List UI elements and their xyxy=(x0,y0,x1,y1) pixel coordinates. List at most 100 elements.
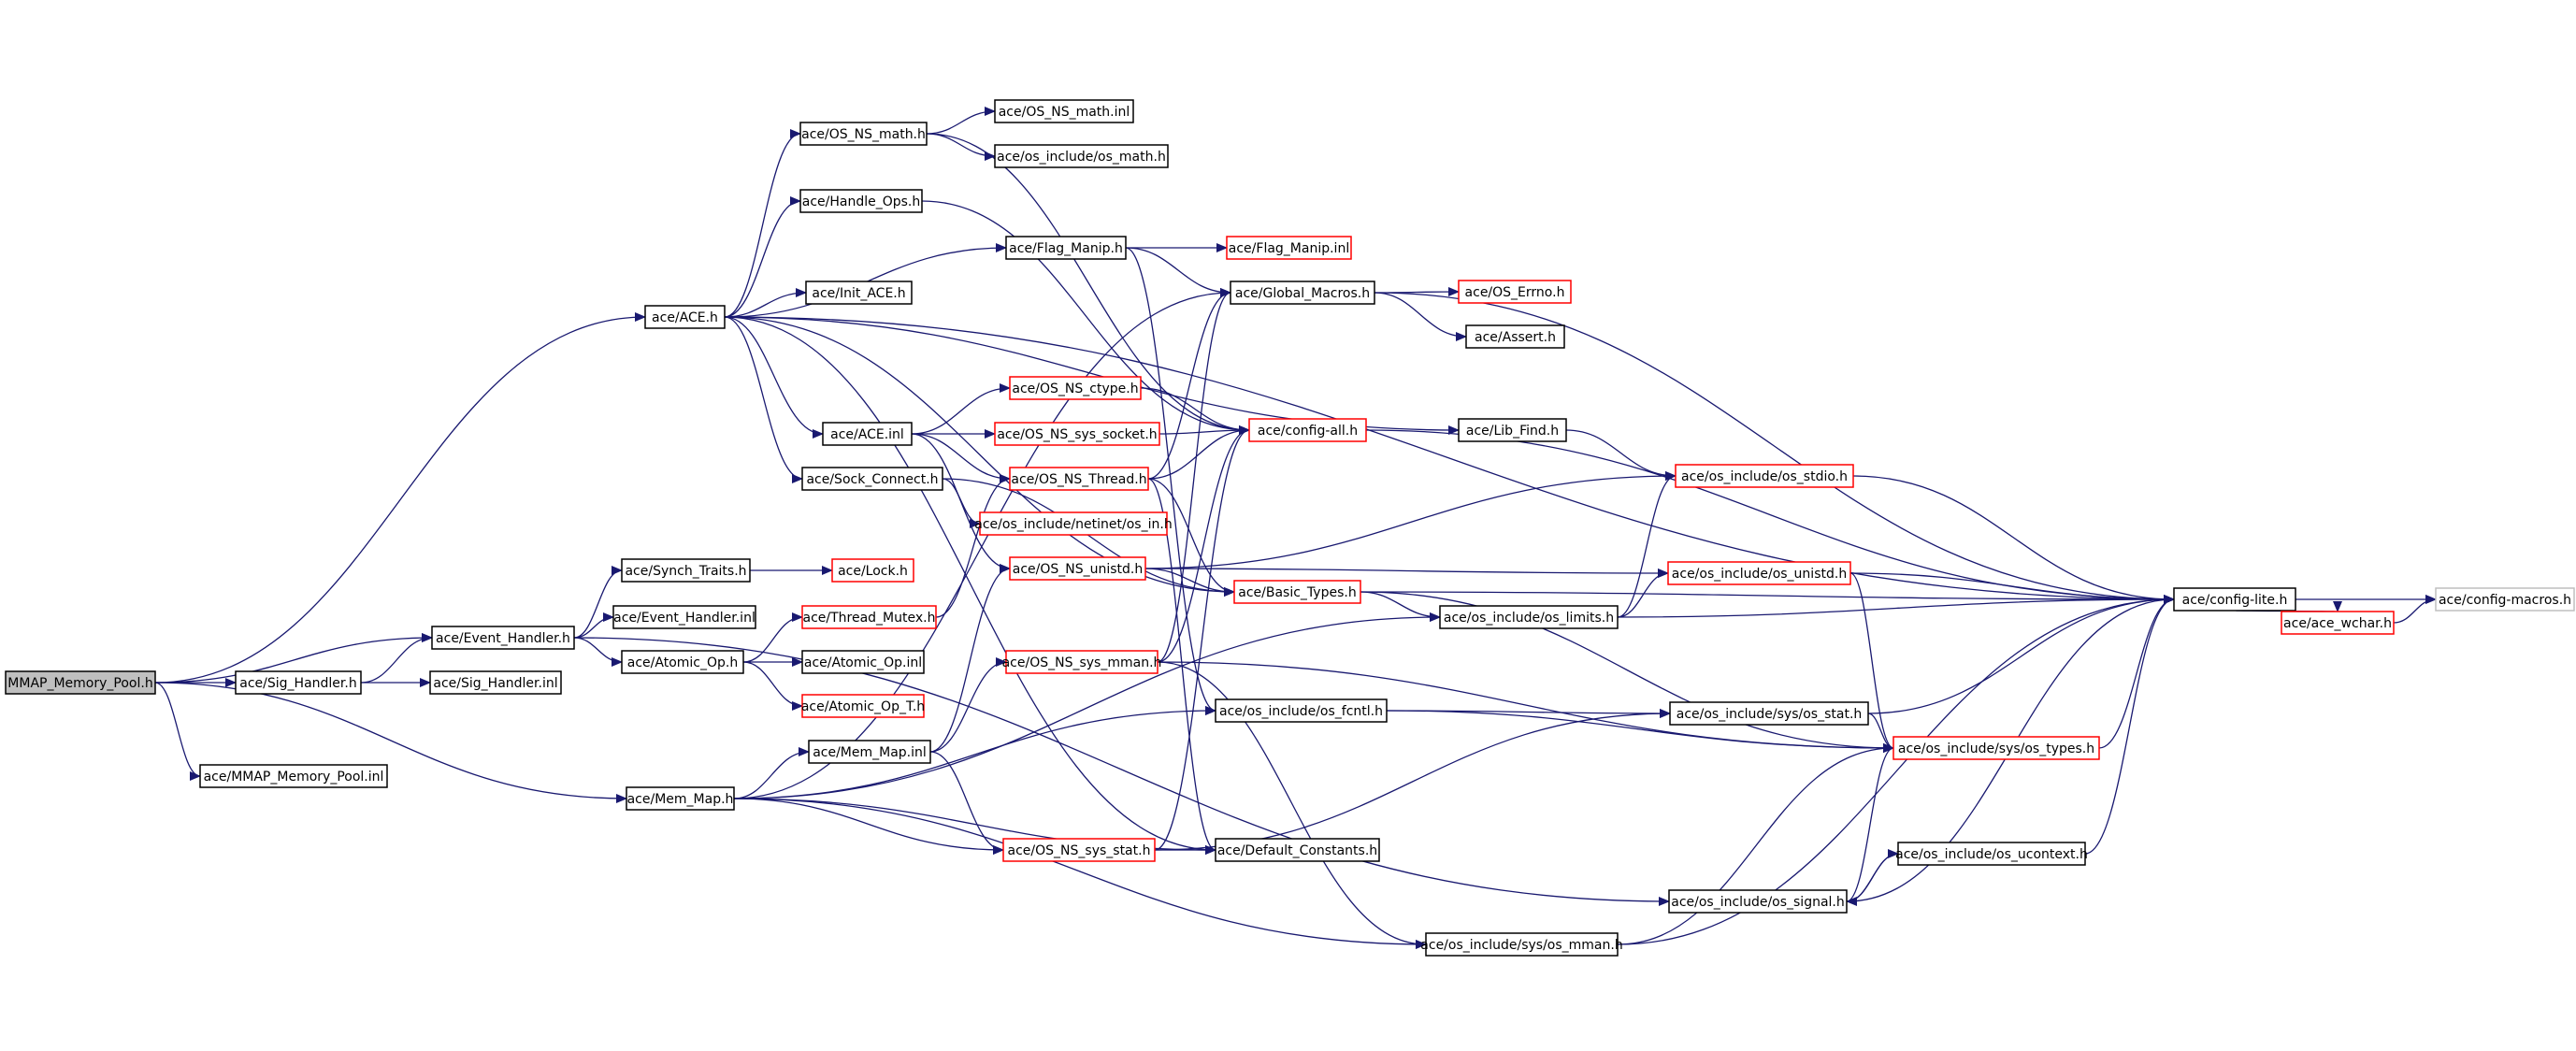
file-node[interactable]: ace/Atomic_Op.inl xyxy=(801,650,925,674)
file-node[interactable]: ace/os_include/sys/os_types.h xyxy=(1892,736,2100,760)
file-node-box[interactable] xyxy=(1458,418,1567,442)
file-node-box[interactable] xyxy=(235,670,362,695)
file-node[interactable]: ace/Event_Handler.h xyxy=(431,626,575,650)
file-node[interactable]: ace/os_include/os_signal.h xyxy=(1668,889,1848,914)
file-node-box[interactable] xyxy=(822,422,913,446)
file-node[interactable]: ace/Assert.h xyxy=(1465,324,1565,349)
file-node-box[interactable] xyxy=(1669,701,1869,726)
file-node[interactable]: ace/Default_Constants.h xyxy=(1215,838,1380,862)
file-node[interactable]: ace/Lib_Find.h xyxy=(1458,418,1567,442)
file-node-box[interactable] xyxy=(801,650,925,674)
file-node[interactable]: ace/config-lite.h xyxy=(2173,587,2296,612)
file-node[interactable]: ace/Sig_Handler.h xyxy=(235,670,362,695)
file-node[interactable]: ace/os_include/os_ucontext.h xyxy=(1895,842,2088,866)
file-node[interactable]: ace/ACE.h xyxy=(644,305,726,329)
file-node-box[interactable] xyxy=(1215,698,1388,723)
file-node[interactable]: ace/Lock.h xyxy=(831,558,914,583)
file-node[interactable]: ace/os_include/sys/os_mman.h xyxy=(1420,932,1623,957)
file-node[interactable]: MMAP_Memory_Pool.h xyxy=(5,670,156,695)
file-node[interactable]: ace/OS_NS_sys_mman.h xyxy=(1002,650,1162,674)
file-node[interactable]: ace/Init_ACE.h xyxy=(805,281,913,305)
file-node-box[interactable] xyxy=(801,605,937,629)
file-node-box[interactable] xyxy=(1675,464,1854,488)
file-node-box[interactable] xyxy=(799,122,928,146)
file-node-box[interactable] xyxy=(979,511,1168,536)
file-node-box[interactable] xyxy=(808,740,931,764)
file-node-box[interactable] xyxy=(2435,587,2575,612)
file-node[interactable]: ace/os_include/os_fcntl.h xyxy=(1215,698,1388,723)
file-node-box[interactable] xyxy=(1425,932,1619,957)
file-node-box[interactable] xyxy=(1667,561,1851,585)
file-node[interactable]: ace/Event_Handler.inl xyxy=(612,605,756,629)
file-node[interactable]: ace/OS_NS_ctype.h xyxy=(1009,376,1142,400)
file-node[interactable]: ace/os_include/netinet/os_in.h xyxy=(974,511,1173,536)
file-node-box[interactable] xyxy=(1892,736,2100,760)
file-node-box[interactable] xyxy=(1009,467,1149,491)
file-node[interactable]: ace/ace_wchar.h xyxy=(2281,611,2395,635)
file-node-box[interactable] xyxy=(1439,605,1619,629)
file-node-box[interactable] xyxy=(1897,842,2086,866)
file-node-box[interactable] xyxy=(621,558,751,583)
file-node-box[interactable] xyxy=(1002,838,1156,862)
file-node[interactable]: ace/OS_NS_math.h xyxy=(799,122,928,146)
file-node-box[interactable] xyxy=(429,670,562,695)
file-node[interactable]: ace/OS_NS_Thread.h xyxy=(1009,467,1149,491)
file-node[interactable]: ace/os_include/os_limits.h xyxy=(1439,605,1619,629)
file-node[interactable]: ace/os_include/sys/os_stat.h xyxy=(1669,701,1869,726)
file-node-box[interactable] xyxy=(831,558,914,583)
file-node[interactable]: ace/OS_NS_sys_socket.h xyxy=(994,422,1160,446)
file-node-box[interactable] xyxy=(801,694,925,718)
file-node-box[interactable] xyxy=(431,626,575,650)
file-node-box[interactable] xyxy=(1009,376,1142,400)
file-node[interactable]: ace/Sock_Connect.h xyxy=(801,467,943,491)
file-node[interactable]: ace/ACE.inl xyxy=(822,422,913,446)
file-node[interactable]: ace/OS_NS_sys_stat.h xyxy=(1002,838,1156,862)
file-node-box[interactable] xyxy=(626,786,735,811)
file-node-box[interactable] xyxy=(644,305,726,329)
file-node-box[interactable] xyxy=(1248,418,1367,442)
file-node[interactable]: ace/Flag_Manip.inl xyxy=(1226,236,1352,260)
file-node[interactable]: ace/Mem_Map.h xyxy=(626,786,735,811)
file-node[interactable]: ace/Basic_Types.h xyxy=(1233,580,1361,604)
file-node-box[interactable] xyxy=(2281,611,2395,635)
file-node-box[interactable] xyxy=(994,144,1169,168)
file-node-box[interactable] xyxy=(994,99,1134,123)
file-node[interactable]: ace/Atomic_Op_T.h xyxy=(801,694,925,718)
file-node-box[interactable] xyxy=(1465,324,1565,349)
file-node-box[interactable] xyxy=(199,764,388,788)
file-node[interactable]: ace/Sig_Handler.inl xyxy=(429,670,562,695)
file-node[interactable]: ace/config-all.h xyxy=(1248,418,1367,442)
file-node-box[interactable] xyxy=(805,281,913,305)
file-node[interactable]: ace/Mem_Map.inl xyxy=(808,740,931,764)
file-node-box[interactable] xyxy=(5,670,156,695)
file-node-box[interactable] xyxy=(1005,650,1158,674)
file-node[interactable]: ace/config-macros.h xyxy=(2435,587,2575,612)
file-node[interactable]: ace/os_include/os_stdio.h xyxy=(1675,464,1854,488)
file-node[interactable]: ace/Atomic_Op.h xyxy=(621,650,744,674)
file-node[interactable]: ace/OS_NS_math.inl xyxy=(994,99,1134,123)
file-node-box[interactable] xyxy=(612,605,756,629)
file-node[interactable]: ace/Synch_Traits.h xyxy=(621,558,751,583)
file-node-box[interactable] xyxy=(1215,838,1380,862)
file-node-box[interactable] xyxy=(799,189,923,213)
file-node[interactable]: ace/Handle_Ops.h xyxy=(799,189,923,213)
file-node-box[interactable] xyxy=(1226,236,1352,260)
file-node[interactable]: ace/Flag_Manip.h xyxy=(1005,236,1127,260)
file-node[interactable]: ace/OS_NS_unistd.h xyxy=(1009,556,1146,581)
file-node[interactable]: ace/Thread_Mutex.h xyxy=(801,605,937,629)
file-node-box[interactable] xyxy=(1668,889,1848,914)
file-node-box[interactable] xyxy=(1009,556,1146,581)
file-node-box[interactable] xyxy=(1458,280,1572,304)
file-node-box[interactable] xyxy=(621,650,744,674)
file-node-box[interactable] xyxy=(2173,587,2296,612)
file-node[interactable]: ace/os_include/os_math.h xyxy=(994,144,1169,168)
file-node[interactable]: ace/os_include/os_unistd.h xyxy=(1667,561,1851,585)
file-node[interactable]: ace/MMAP_Memory_Pool.inl xyxy=(199,764,388,788)
file-node-box[interactable] xyxy=(1230,281,1375,305)
file-node-box[interactable] xyxy=(801,467,943,491)
file-node[interactable]: ace/OS_Errno.h xyxy=(1458,280,1572,304)
file-node-box[interactable] xyxy=(994,422,1160,446)
file-node[interactable]: ace/Global_Macros.h xyxy=(1230,281,1375,305)
file-node-box[interactable] xyxy=(1005,236,1127,260)
file-node-box[interactable] xyxy=(1233,580,1361,604)
